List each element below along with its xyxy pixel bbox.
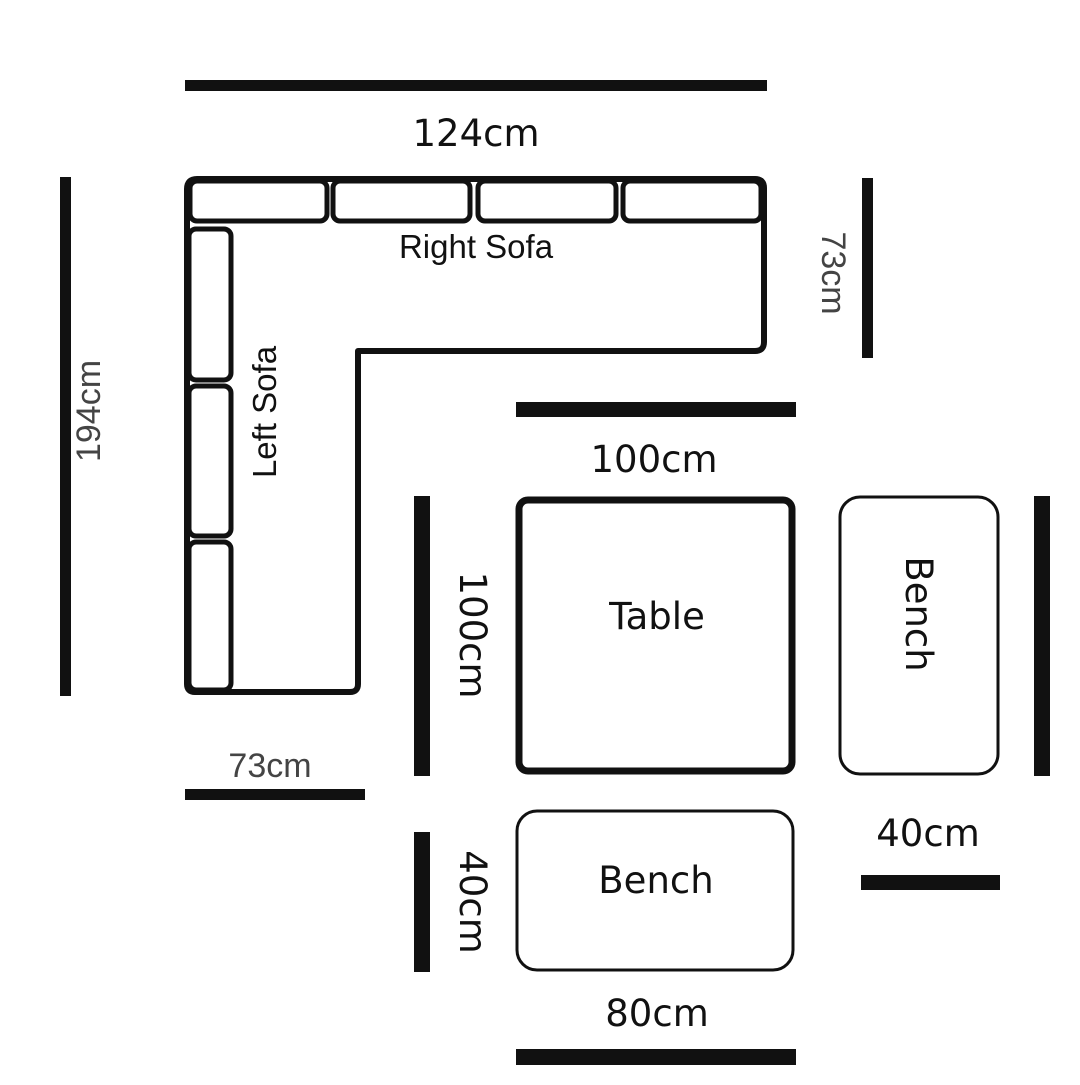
bench-bottom-depth-label: 40cm: [451, 850, 494, 953]
table-label: Table: [608, 595, 705, 638]
back-cushion: [475, 178, 619, 224]
side-cushion: [186, 226, 234, 383]
left-sofa-depth-label: 73cm: [228, 747, 311, 785]
right-sofa-depth-bar: [862, 178, 873, 358]
right-sofa-depth-label: 73cm: [814, 231, 852, 314]
bench-bottom-width-label: 80cm: [605, 992, 708, 1035]
right-sofa-label: Right Sofa: [399, 228, 554, 265]
bench-right-label: Bench: [897, 556, 940, 671]
bench-bottom-outline: [515, 809, 795, 972]
bench-right-outline: [838, 495, 1000, 776]
table-width-label: 100cm: [590, 438, 717, 481]
sectional-sofa-outline: [184, 176, 767, 695]
table-outline: [515, 496, 796, 775]
table-depth-bar: [414, 496, 430, 776]
back-cushion: [330, 178, 473, 224]
bench-right-depth-label: 40cm: [876, 812, 979, 855]
sofa-length-label: 194cm: [70, 360, 108, 462]
table-depth-label: 100cm: [451, 571, 494, 698]
bench-right-bar: [1034, 496, 1050, 776]
back-cushion: [187, 178, 330, 224]
side-cushion: [186, 383, 234, 539]
table-width-bar: [516, 402, 796, 417]
bench-bottom-label: Bench: [598, 859, 713, 902]
bench-bottom-depth-bar: [414, 832, 430, 972]
sofa-width-bar: [185, 80, 767, 91]
side-cushion: [186, 539, 234, 693]
sofa-width-label: 124cm: [412, 112, 539, 155]
back-cushion: [620, 178, 764, 224]
bench-right-depth-bar: [861, 875, 1000, 890]
sofa-length-bar: [60, 177, 71, 696]
bench-bottom-width-bar: [516, 1049, 796, 1065]
left-sofa-depth-bar: [185, 789, 365, 800]
left-sofa-label: Left Sofa: [246, 345, 283, 478]
